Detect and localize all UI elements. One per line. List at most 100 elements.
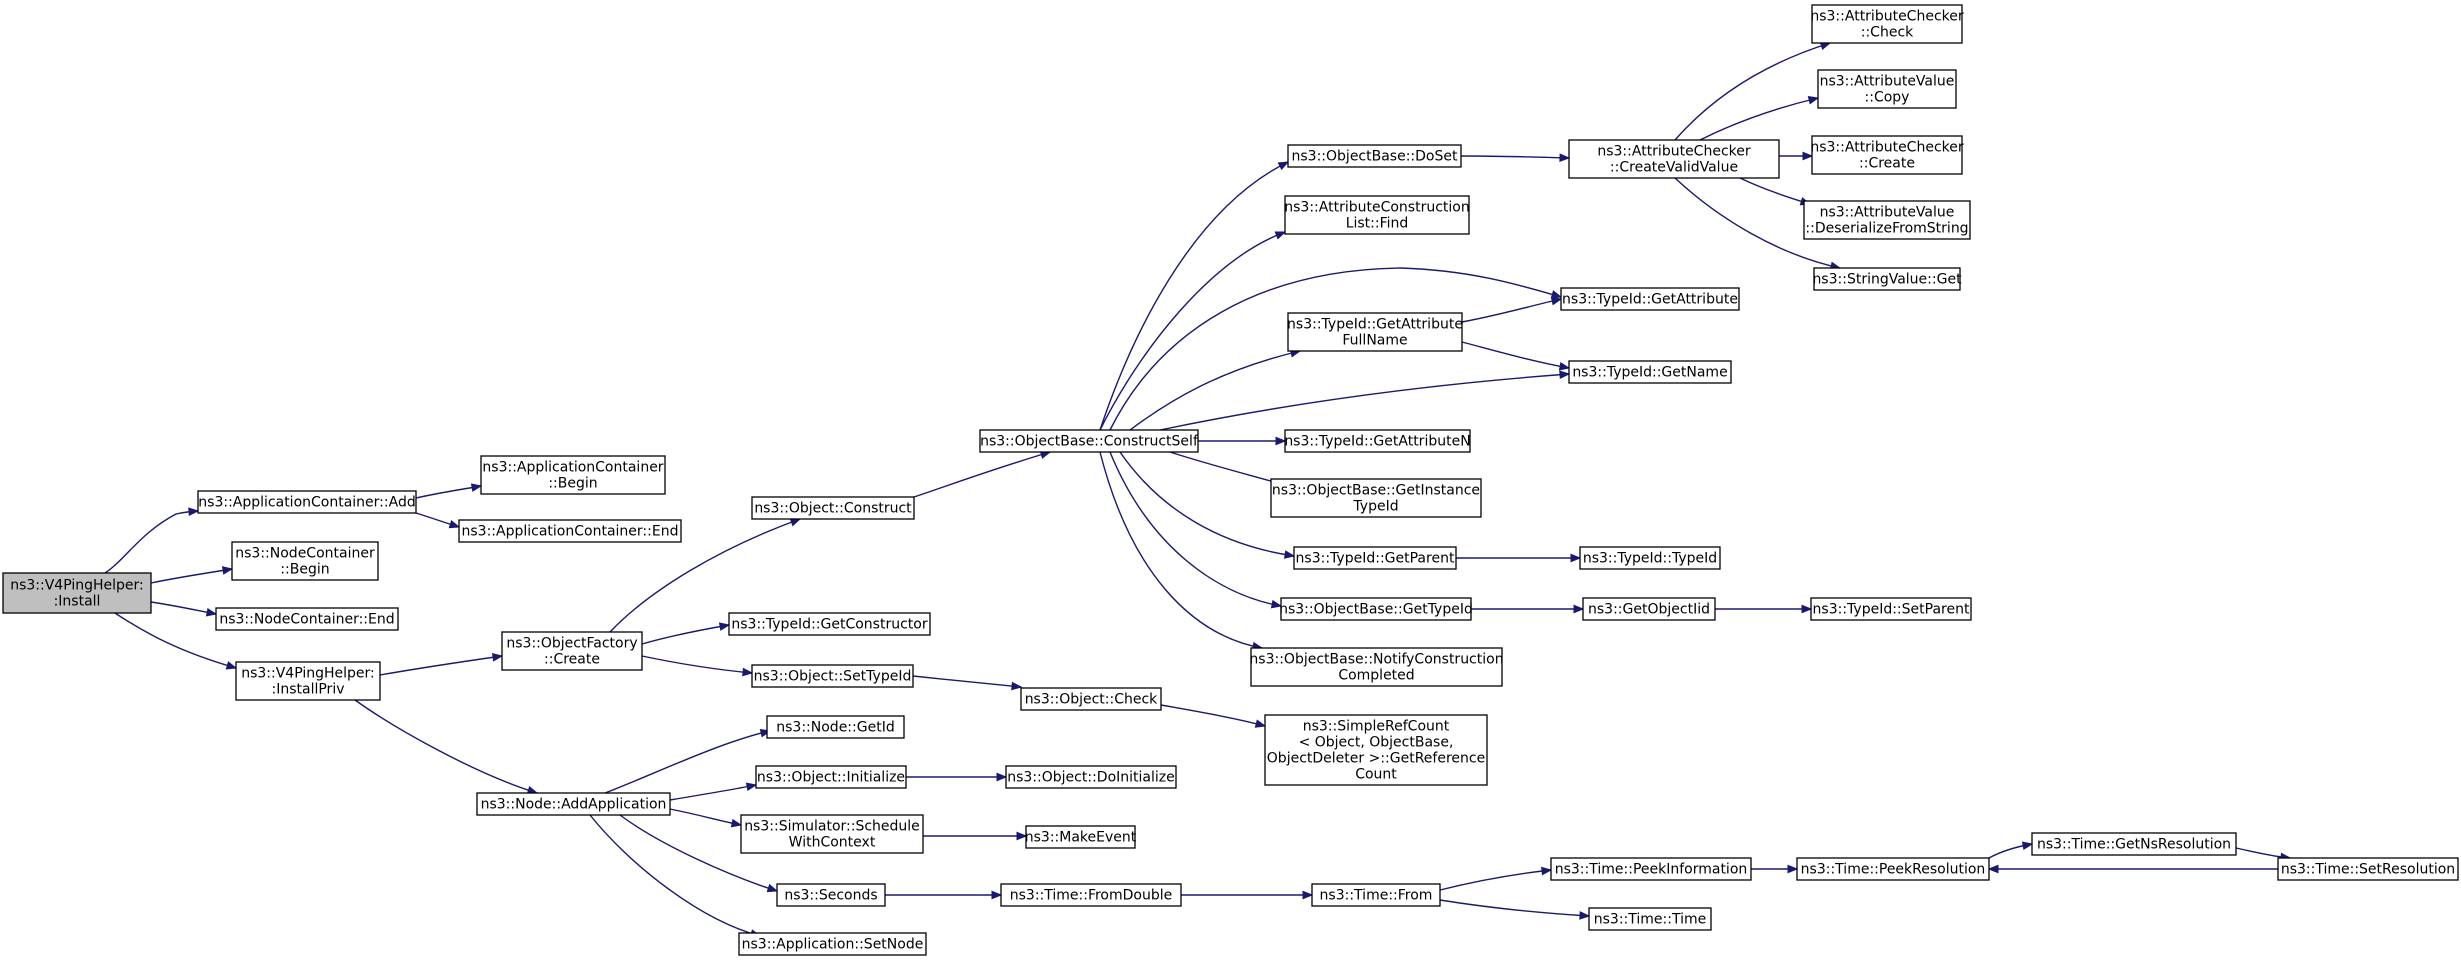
function-node-getattribute[interactable]: ns3::TypeId::GetAttribute — [1560, 287, 1740, 311]
function-node-label: ns3::Time::FromDouble — [1010, 888, 1173, 904]
function-node-timetime[interactable]: ns3::Time::Time — [1588, 907, 1712, 931]
function-node-ofcreate[interactable]: ns3::ObjectFactory::Create — [501, 631, 643, 671]
function-node-obgettypeid[interactable]: ns3::ObjectBase::GetTypeId — [1279, 597, 1473, 621]
function-node-box — [197, 490, 417, 514]
call-edge-installpriv-to-ofcreate — [379, 655, 503, 676]
function-node-notifyconstruction[interactable]: ns3::ObjectBase::NotifyConstructionCompl… — [1249, 647, 1504, 687]
function-node-appadd[interactable]: ns3::ApplicationContainer::Add — [197, 490, 417, 514]
function-node-box — [766, 715, 905, 739]
arrowhead-icon — [996, 772, 1008, 782]
call-edge-constructself-to-getparent — [1119, 451, 1295, 557]
arrowhead-icon — [221, 566, 234, 575]
arrowhead-icon — [491, 653, 504, 662]
function-node-accheck[interactable]: ns3::AttributeChecker::Check — [1810, 4, 1964, 44]
function-node-label: List::Find — [1346, 216, 1409, 232]
arrowhead-icon — [730, 818, 743, 828]
call-edge-constructself-to-getattrfull — [1129, 350, 1301, 431]
arrowhead-icon — [1275, 436, 1287, 446]
function-node-box — [751, 496, 915, 520]
function-node-box — [1264, 714, 1488, 786]
function-node-getname[interactable]: ns3::TypeId::GetName — [1568, 360, 1732, 384]
arrowhead-icon — [1573, 604, 1585, 614]
function-node-installpriv[interactable]: ns3::V4PingHelper::InstallPriv — [235, 661, 381, 701]
arrowhead-icon — [1283, 550, 1296, 559]
function-node-getrefcount[interactable]: ns3::SimpleRefCount< Object, ObjectBase,… — [1264, 714, 1488, 786]
function-node-getattrn[interactable]: ns3::TypeId::GetAttributeN — [1284, 429, 1471, 453]
function-node-fromdouble[interactable]: ns3::Time::FromDouble — [1000, 883, 1182, 907]
function-node-label: ::Create — [1859, 156, 1915, 172]
function-node-label: ns3::V4PingHelper: — [241, 666, 375, 682]
function-node-box — [235, 661, 381, 701]
function-node-avcopy[interactable]: ns3::AttributeValue::Copy — [1817, 69, 1957, 109]
function-node-accreate[interactable]: ns3::AttributeChecker::Create — [1810, 135, 1964, 175]
function-node-label: ns3::V4PingHelper: — [10, 578, 144, 594]
arrowhead-icon — [1559, 370, 1571, 380]
function-node-getobjectiid[interactable]: ns3::GetObjectIid — [1582, 597, 1716, 621]
function-node-label: ns3::AttributeValue — [1820, 205, 1955, 221]
function-node-makeevent[interactable]: ns3::MakeEvent — [1025, 825, 1137, 849]
function-node-label: ::Begin — [548, 476, 597, 492]
function-node-setres[interactable]: ns3::Time::SetResolution — [2277, 857, 2459, 881]
function-node-timefrom[interactable]: ns3::Time::From — [1311, 883, 1441, 907]
function-node-install[interactable]: ns3::V4PingHelper::Install — [2, 572, 152, 614]
function-node-peekinfo[interactable]: ns3::Time::PeekInformation — [1550, 857, 1752, 881]
call-edge-constructself-to-notifyconstruction — [1099, 451, 1263, 649]
function-node-label: ns3::TypeId::TypeId — [1583, 551, 1717, 567]
function-node-label: ns3::TypeId::GetConstructor — [731, 617, 927, 633]
function-node-label: ns3::AttributeChecker — [1597, 144, 1751, 160]
function-node-appsetnode[interactable]: ns3::Application::SetNode — [738, 932, 927, 956]
function-node-objconstruct[interactable]: ns3::Object::Construct — [751, 496, 915, 520]
function-node-acend[interactable]: ns3::ApplicationContainer::End — [458, 519, 682, 543]
function-node-avdeser[interactable]: ns3::AttributeValue::DeserializeFromStri… — [1803, 200, 1971, 240]
function-node-box — [458, 519, 682, 543]
arrowhead-icon — [742, 667, 754, 677]
function-node-nodegetid[interactable]: ns3::Node::GetId — [766, 715, 905, 739]
function-node-label: Count — [1355, 767, 1397, 783]
call-graph-nodes: ns3::V4PingHelper::Installns3::Applicati… — [2, 4, 2459, 956]
function-node-label: ns3::TypeId::GetName — [1572, 365, 1727, 381]
function-node-box — [215, 607, 399, 631]
function-node-nodeaddapp[interactable]: ns3::Node::AddApplication — [476, 792, 671, 816]
function-node-box — [751, 664, 914, 688]
function-node-label: WithContext — [789, 835, 876, 851]
call-edge-install-to-ncbegin — [150, 568, 233, 584]
arrowhead-icon — [1277, 161, 1290, 171]
arrowhead-icon — [991, 890, 1003, 900]
call-edge-install-to-installpriv — [114, 612, 237, 669]
function-node-acbegin[interactable]: ns3::ApplicationContainer::Begin — [480, 455, 666, 495]
function-node-label: ns3::Time::PeekResolution — [1801, 862, 1986, 878]
function-node-strvalget[interactable]: ns3::StringValue::Get — [1812, 267, 1962, 291]
function-node-box — [476, 792, 671, 816]
function-node-ncbegin[interactable]: ns3::NodeContainer::Begin — [231, 541, 379, 581]
function-node-objcheck[interactable]: ns3::Object::Check — [1020, 687, 1162, 711]
function-node-getnsres[interactable]: ns3::Time::GetNsResolution — [2031, 832, 2237, 856]
function-node-doset[interactable]: ns3::ObjectBase::DoSet — [1287, 144, 1462, 168]
function-node-label: ns3::Time::From — [1320, 888, 1433, 904]
function-node-setparent[interactable]: ns3::TypeId::SetParent — [1810, 597, 1972, 621]
function-node-typeidtypeid[interactable]: ns3::TypeId::TypeId — [1579, 546, 1721, 570]
call-edge-ofcreate-to-objconstruct — [609, 518, 801, 633]
arrowhead-icon — [1550, 296, 1563, 306]
function-node-ncend[interactable]: ns3::NodeContainer::End — [215, 607, 399, 631]
function-node-box — [1284, 195, 1470, 235]
call-edge-constructself-to-aclfind — [1099, 231, 1286, 431]
call-edge-nodeaddapp-to-seconds — [619, 814, 778, 892]
function-node-label: :Install — [54, 594, 101, 610]
function-node-box — [728, 612, 931, 636]
arrowhead-icon — [718, 622, 731, 631]
function-node-doinitialize[interactable]: ns3::Object::DoInitialize — [1005, 765, 1177, 789]
function-node-seconds[interactable]: ns3::Seconds — [776, 883, 886, 907]
function-node-getparent[interactable]: ns3::TypeId::GetParent — [1293, 546, 1457, 570]
function-node-constructself[interactable]: ns3::ObjectBase::ConstructSelf — [979, 429, 1199, 453]
function-node-label: ns3::Object::SetTypeId — [754, 669, 912, 685]
function-node-getconstructor[interactable]: ns3::TypeId::GetConstructor — [728, 612, 931, 636]
function-node-objinitialize[interactable]: ns3::Object::Initialize — [755, 765, 907, 789]
function-node-createvalid[interactable]: ns3::AttributeChecker::CreateValidValue — [1568, 139, 1780, 179]
function-node-peekres[interactable]: ns3::Time::PeekResolution — [1796, 857, 1990, 881]
function-node-objsettypeid[interactable]: ns3::Object::SetTypeId — [751, 664, 914, 688]
function-node-box — [1270, 478, 1482, 518]
